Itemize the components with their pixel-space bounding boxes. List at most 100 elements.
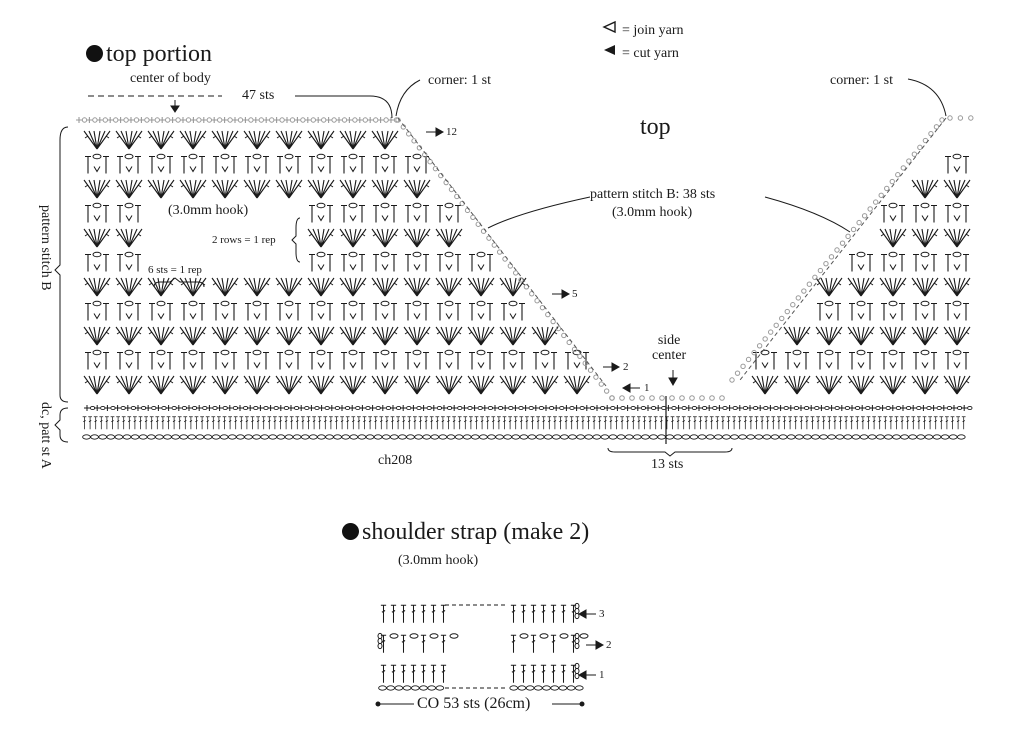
chain-stitch (892, 434, 901, 440)
chain-stitch (389, 633, 399, 639)
dc-stitch (440, 664, 447, 684)
dc-stitch (143, 416, 149, 430)
top-edge-stitch (252, 117, 259, 123)
chain-stitch (308, 434, 318, 440)
v-stitch (912, 349, 938, 371)
sc-stitch (359, 405, 366, 411)
chain-stitch (518, 405, 524, 411)
sts-13-label: 13 sts (651, 457, 684, 472)
chain-stitch (429, 633, 439, 639)
fan-stitch (943, 179, 971, 199)
v-stitch (180, 300, 206, 322)
dc-stitch (199, 416, 205, 430)
top-edge-stitch (284, 117, 290, 123)
chain-stitch (916, 405, 922, 411)
top-edge-chain (217, 117, 223, 123)
sts-47-label: 47 sts (242, 88, 275, 103)
v-stitch (212, 153, 238, 175)
fan-stitch (243, 277, 271, 297)
top-edge-stitch (388, 117, 394, 123)
side-center-chain (609, 395, 615, 401)
dc-stitch (82, 416, 87, 430)
sc-stitch (583, 405, 590, 411)
sc-chain-row (84, 405, 973, 411)
dc-stitch (922, 416, 927, 430)
chain-stitch (406, 405, 412, 411)
chain-stitch (905, 405, 912, 411)
v-stitch (816, 349, 842, 371)
sc-stitch (226, 405, 233, 411)
chain-stitch (589, 405, 596, 411)
side-center-chain (699, 395, 705, 401)
chain-stitch (895, 405, 902, 411)
fan-stitch (499, 277, 527, 297)
chain-stitch (691, 405, 698, 411)
chain-stitch (202, 405, 208, 411)
sc-stitch (614, 405, 621, 411)
sc-stitch (838, 405, 845, 411)
chain-stitch (140, 405, 147, 411)
sc-stitch (563, 405, 570, 411)
side-center-chain (629, 395, 635, 401)
chain-stitch (803, 434, 812, 440)
turning-chain (574, 667, 580, 675)
chain-stitch (624, 434, 634, 440)
dc-stitch (815, 416, 821, 430)
row-2-label: 2 (623, 361, 629, 373)
top-edge-chain (92, 117, 98, 123)
v-stitch (308, 153, 334, 175)
sc-stitch (736, 405, 743, 411)
fan-stitch (499, 326, 527, 346)
v-stitch (816, 300, 842, 322)
fan-stitch (83, 375, 111, 395)
fan-stitch (307, 277, 335, 297)
chain-stitch (569, 405, 575, 411)
sc-stitch (930, 405, 937, 411)
chain-stitch (436, 405, 443, 411)
dc-stitch (838, 416, 843, 430)
dc-stitch (692, 416, 698, 430)
dc-stitch (765, 416, 771, 430)
v-stitch (212, 300, 238, 322)
chain-stitch (689, 434, 699, 440)
leader-lines (54, 78, 947, 705)
right-slant-edge (884, 185, 890, 192)
fan-stitch (911, 277, 939, 297)
fan-stitch (307, 179, 335, 199)
dc-stitch (686, 416, 692, 430)
fan-stitch (403, 277, 431, 297)
dc-stitch (446, 416, 451, 430)
top-edge-chain (269, 117, 275, 123)
left-slant-edge (529, 291, 535, 297)
side-center-chain (659, 395, 665, 401)
fan-stitch (403, 375, 431, 395)
v-stitch (912, 251, 938, 273)
chain-stitch (932, 434, 942, 440)
v-stitch (468, 251, 494, 273)
dc-stitch (520, 664, 527, 684)
v-stitch (404, 251, 430, 273)
left-slant-edge (448, 186, 455, 193)
dc-stitch (714, 416, 720, 430)
chain-stitch (333, 434, 342, 440)
sc-stitch (308, 405, 315, 411)
right-slant-guide (739, 117, 947, 381)
chain-stitch (462, 434, 472, 440)
chain-stitch (410, 685, 420, 691)
sc-stitch (339, 405, 345, 411)
top-edge-stitch (294, 117, 301, 123)
fan-stitch (275, 375, 303, 395)
chain-stitch (632, 434, 642, 440)
sc-stitch (492, 405, 498, 411)
left-slant-edge (395, 117, 401, 123)
sc-stitch (685, 405, 692, 411)
chain-stitch (146, 434, 156, 440)
dc-stitch (479, 416, 485, 430)
v-stitch (880, 300, 906, 322)
dc-stitch (782, 416, 787, 430)
sc-stitch (247, 405, 254, 411)
strap-right-dot (579, 701, 585, 707)
chain-stitch (579, 633, 589, 639)
sc-stitch (767, 405, 774, 411)
dc-stitch (703, 416, 709, 430)
